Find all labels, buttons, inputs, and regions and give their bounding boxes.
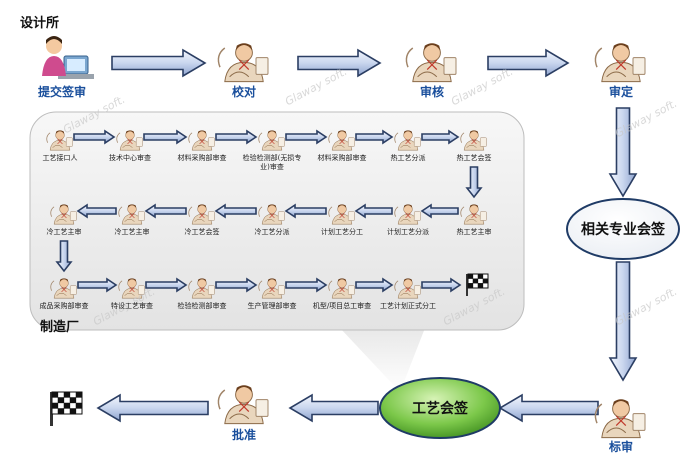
small-arrow-left	[284, 203, 327, 219]
process-countersign-ellipse	[379, 377, 501, 439]
factory-step-label: 冷工艺会签	[184, 228, 220, 236]
small-arrow-right	[285, 129, 328, 145]
small-arrow-left	[144, 203, 187, 219]
step-proofread: 校对	[231, 85, 257, 99]
factory-step-label: 技术中心审查	[109, 154, 151, 162]
step-review: 审核	[419, 85, 445, 99]
arrow-down	[608, 107, 638, 198]
small-arrow-right	[421, 277, 462, 293]
design-institute-header: 设计所	[20, 16, 60, 31]
reviewer-icon	[217, 43, 269, 83]
reviewer-icon	[594, 399, 646, 439]
factory-step-icon	[50, 278, 77, 299]
step-finalize: 审定	[608, 85, 634, 99]
factory-step-icon	[118, 278, 145, 299]
arrow-right	[487, 48, 570, 78]
factory-step-label: 热工艺主审	[456, 228, 492, 236]
factory-step-label: 工艺计划正式分工	[380, 302, 436, 310]
factory-step-icon	[460, 130, 487, 151]
factory-step-icon	[328, 278, 355, 299]
small-arrow-down	[465, 166, 483, 199]
reviewer-icon	[217, 385, 269, 425]
main-flow-arrows	[96, 48, 638, 423]
factory-step-icon	[394, 204, 421, 225]
factory-step-icon	[46, 130, 73, 151]
reviewer-icon	[594, 43, 646, 83]
factory-step-label: 机型/项目总工审查	[312, 302, 372, 310]
small-arrow-right	[145, 277, 188, 293]
factory-step-icon	[118, 204, 145, 225]
small-arrow-right	[215, 277, 258, 293]
factory-step-icon	[258, 204, 285, 225]
factory-step-icon	[50, 204, 77, 225]
factory-step-icon	[188, 130, 215, 151]
finish-flag-icon	[50, 391, 83, 426]
computer-user-icon	[42, 36, 94, 79]
small-arrow-left	[76, 203, 117, 219]
finish-flag-icon	[466, 273, 489, 296]
factory-step-icon	[188, 278, 215, 299]
factory-step-label: 冷工艺主审	[46, 228, 82, 236]
factory-step-label: 检验检测部审查	[177, 302, 227, 310]
factory-step-label: 特设工艺审查	[111, 302, 153, 310]
small-arrow-right	[355, 277, 394, 293]
small-arrow-left	[354, 203, 393, 219]
factory-step-label: 热工艺分派	[390, 154, 426, 162]
factory-step-icon	[258, 278, 285, 299]
factory-step-label: 材料采购部审查	[317, 154, 367, 162]
arrow-left	[288, 393, 379, 423]
small-arrow-left	[420, 203, 459, 219]
small-arrow-right	[285, 277, 328, 293]
factory-step-icon	[116, 130, 143, 151]
small-arrow-right	[355, 129, 394, 145]
small-arrow-right	[73, 129, 116, 145]
step-approve: 批准	[231, 428, 257, 442]
factory-step-icon	[188, 204, 215, 225]
factory-step-icon	[328, 204, 355, 225]
small-arrow-right	[421, 129, 460, 145]
small-arrow-right	[143, 129, 188, 145]
factory-step-icon	[258, 130, 285, 151]
countersign-ellipse	[566, 198, 680, 260]
factory-step-icon	[460, 204, 487, 225]
factory-step-label: 工艺接口人	[42, 154, 78, 162]
factory-step-label: 计划工艺分派	[387, 228, 429, 236]
arrow-right	[297, 48, 382, 78]
small-arrow-right	[215, 129, 258, 145]
factory-step-label: 材料采购部审查	[177, 154, 227, 162]
arrow-left	[498, 393, 599, 423]
factory-header: 制造厂	[40, 320, 80, 335]
step-submit: 提交签审	[37, 85, 87, 99]
step-standardize: 标审	[608, 440, 634, 454]
arrow-down	[608, 261, 638, 382]
callout-pointer	[340, 328, 425, 392]
small-arrow-left	[214, 203, 257, 219]
small-arrow-down	[55, 240, 73, 273]
countersign-label: 相关专业会签	[581, 222, 665, 238]
factory-step-icon	[394, 130, 421, 151]
factory-step-icon	[328, 130, 355, 151]
factory-step-label: 计划工艺分工	[321, 228, 363, 236]
process-countersign-label: 工艺会签	[412, 401, 468, 417]
small-arrow-right	[77, 277, 118, 293]
factory-step-icon	[394, 278, 421, 299]
factory-step-label: 冷工艺分派	[254, 228, 290, 236]
arrow-right	[111, 48, 207, 78]
factory-step-label: 热工艺会签	[456, 154, 492, 162]
factory-flow-arrows	[55, 129, 483, 293]
reviewer-icon	[405, 43, 457, 83]
factory-step-label: 检验检测部(无损专业)审查	[242, 154, 302, 171]
person-icons	[46, 43, 646, 439]
factory-step-label: 冷工艺主审	[114, 228, 150, 236]
factory-step-label: 生产管理部审查	[247, 302, 297, 310]
factory-step-label: 成品采购部审查	[39, 302, 89, 310]
arrow-left	[96, 393, 209, 423]
